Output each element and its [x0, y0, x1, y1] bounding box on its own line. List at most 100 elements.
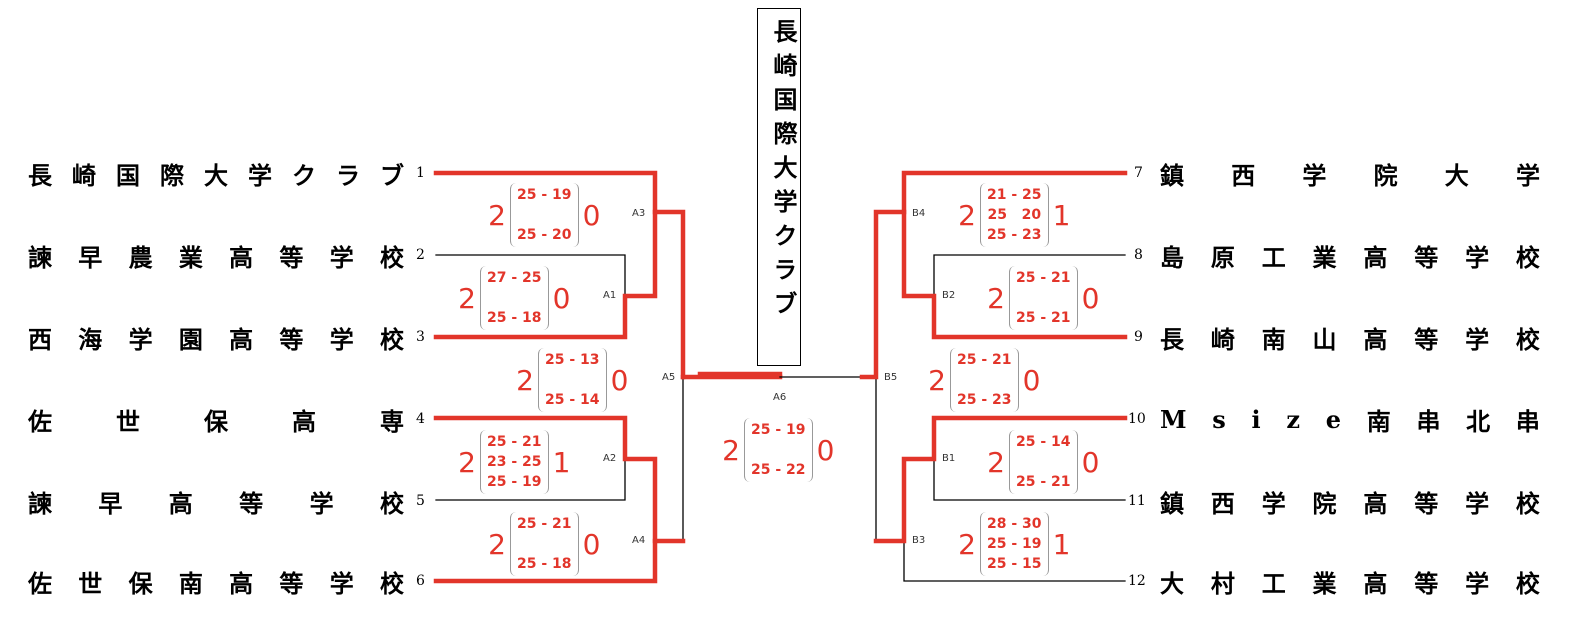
team-name-char: 長	[28, 160, 52, 190]
team-name-char: 西	[1210, 488, 1235, 518]
sets-won-winner: 2	[458, 445, 476, 479]
score-a4: 2 25 - 21 25 - 18 0	[486, 512, 603, 576]
match-code-b5: B5	[884, 372, 898, 383]
team-name-char: 串	[1416, 406, 1441, 436]
team-name-char: 学	[329, 324, 354, 354]
team-left-1: 長崎国際大学クラブ	[28, 158, 404, 190]
team-name-char: 世	[116, 406, 140, 436]
set-score: 25 - 15	[987, 556, 1042, 572]
sets-won-winner: 2	[458, 281, 476, 315]
seed-number: 3	[416, 329, 425, 345]
team-name-char: 世	[78, 568, 103, 598]
team-name-char: 山	[1312, 324, 1337, 354]
set-score: 25 - 21	[1016, 310, 1071, 326]
set-score: 25 - 21	[517, 516, 572, 532]
team-name-char: 長	[1160, 324, 1184, 354]
set-score	[517, 205, 572, 225]
team-name-char: 南	[1366, 406, 1391, 436]
sets-won-winner: 2	[488, 527, 506, 561]
team-name-char: 等	[279, 324, 304, 354]
team-name-char: 学	[128, 324, 153, 354]
team-name-char: 農	[128, 242, 153, 272]
set-score: 25 20	[987, 207, 1042, 223]
champion-name: 長崎国際大学クラブ	[769, 19, 798, 325]
team-name-char: ク	[292, 160, 316, 190]
champion-box: 長崎国際大学クラブ	[757, 8, 801, 366]
team-name-char: 南	[1261, 324, 1286, 354]
team-name-char: 佐	[28, 568, 52, 598]
team-name-char: 学	[329, 568, 354, 598]
team-name-char: 等	[239, 488, 264, 518]
set-score: 25 - 22	[751, 462, 806, 478]
team-name-char: 学	[1261, 488, 1286, 518]
set-score: 25 - 21	[1016, 474, 1071, 490]
team-name-char: ラ	[336, 160, 360, 190]
seed-number: 7	[1134, 165, 1143, 181]
seed-number: 5	[416, 493, 425, 509]
match-code-a5: A5	[662, 372, 676, 383]
set-score: 25 - 23	[957, 392, 1012, 408]
sets-won-winner: 2	[987, 445, 1005, 479]
match-code-b3: B3	[912, 535, 926, 546]
team-name-char: 村	[1210, 568, 1235, 598]
sets-won-loser: 0	[582, 527, 601, 561]
sets-won-winner: 2	[928, 363, 946, 397]
set-score	[1016, 452, 1071, 472]
team-left-6: 佐世保南高等学校	[28, 566, 404, 598]
team-left-3: 西海学園高等学校	[28, 322, 404, 354]
set-score	[517, 534, 572, 554]
match-code-b2: B2	[942, 290, 956, 301]
team-name-char: 早	[78, 242, 103, 272]
team-left-4: 佐世保高専	[28, 404, 404, 436]
team-name-char: 高	[168, 488, 193, 518]
team-name-char: 校	[1515, 568, 1540, 598]
team-name-char: 院	[1312, 488, 1337, 518]
sets-won-winner: 2	[722, 433, 740, 467]
team-name-char: 保	[128, 568, 153, 598]
team-name-char: 諫	[28, 488, 52, 518]
set-score: 25 - 18	[517, 556, 572, 572]
match-code-a3: A3	[632, 208, 646, 219]
seed-number: 8	[1134, 247, 1143, 263]
team-name-char: 学	[1465, 568, 1490, 598]
match-code-b4: B4	[912, 208, 926, 219]
team-name-char: 早	[98, 488, 123, 518]
team-name-char: 校	[1515, 242, 1540, 272]
team-name-char: e	[1325, 404, 1342, 434]
team-right-8: 島原工業高等学校	[1160, 240, 1540, 272]
sets-won-loser: 0	[1022, 363, 1041, 397]
seed-number: 1	[416, 165, 425, 181]
seed-number: 4	[416, 411, 425, 427]
team-name-char: 高	[1363, 568, 1388, 598]
seed-number: 12	[1128, 573, 1146, 589]
team-name-char: 等	[279, 242, 304, 272]
team-name-char: 学	[1465, 488, 1490, 518]
match-code-a4: A4	[632, 535, 646, 546]
team-name-char: 校	[1515, 324, 1540, 354]
team-name-char: 大	[1160, 568, 1184, 598]
team-name-char: 高	[1363, 242, 1388, 272]
team-name-char: 等	[279, 568, 304, 598]
team-left-2: 諫早農業高等学校	[28, 240, 404, 272]
team-name-char: 海	[78, 324, 103, 354]
match-code-b1: B1	[942, 453, 956, 464]
team-name-char: 佐	[28, 406, 52, 436]
set-score	[545, 370, 600, 390]
team-name-char: 校	[379, 488, 404, 518]
set-score: 25 - 13	[545, 352, 600, 368]
team-name-char: 西	[1231, 160, 1256, 190]
team-name-char: 原	[1210, 242, 1235, 272]
sets-won-loser: 1	[552, 445, 571, 479]
